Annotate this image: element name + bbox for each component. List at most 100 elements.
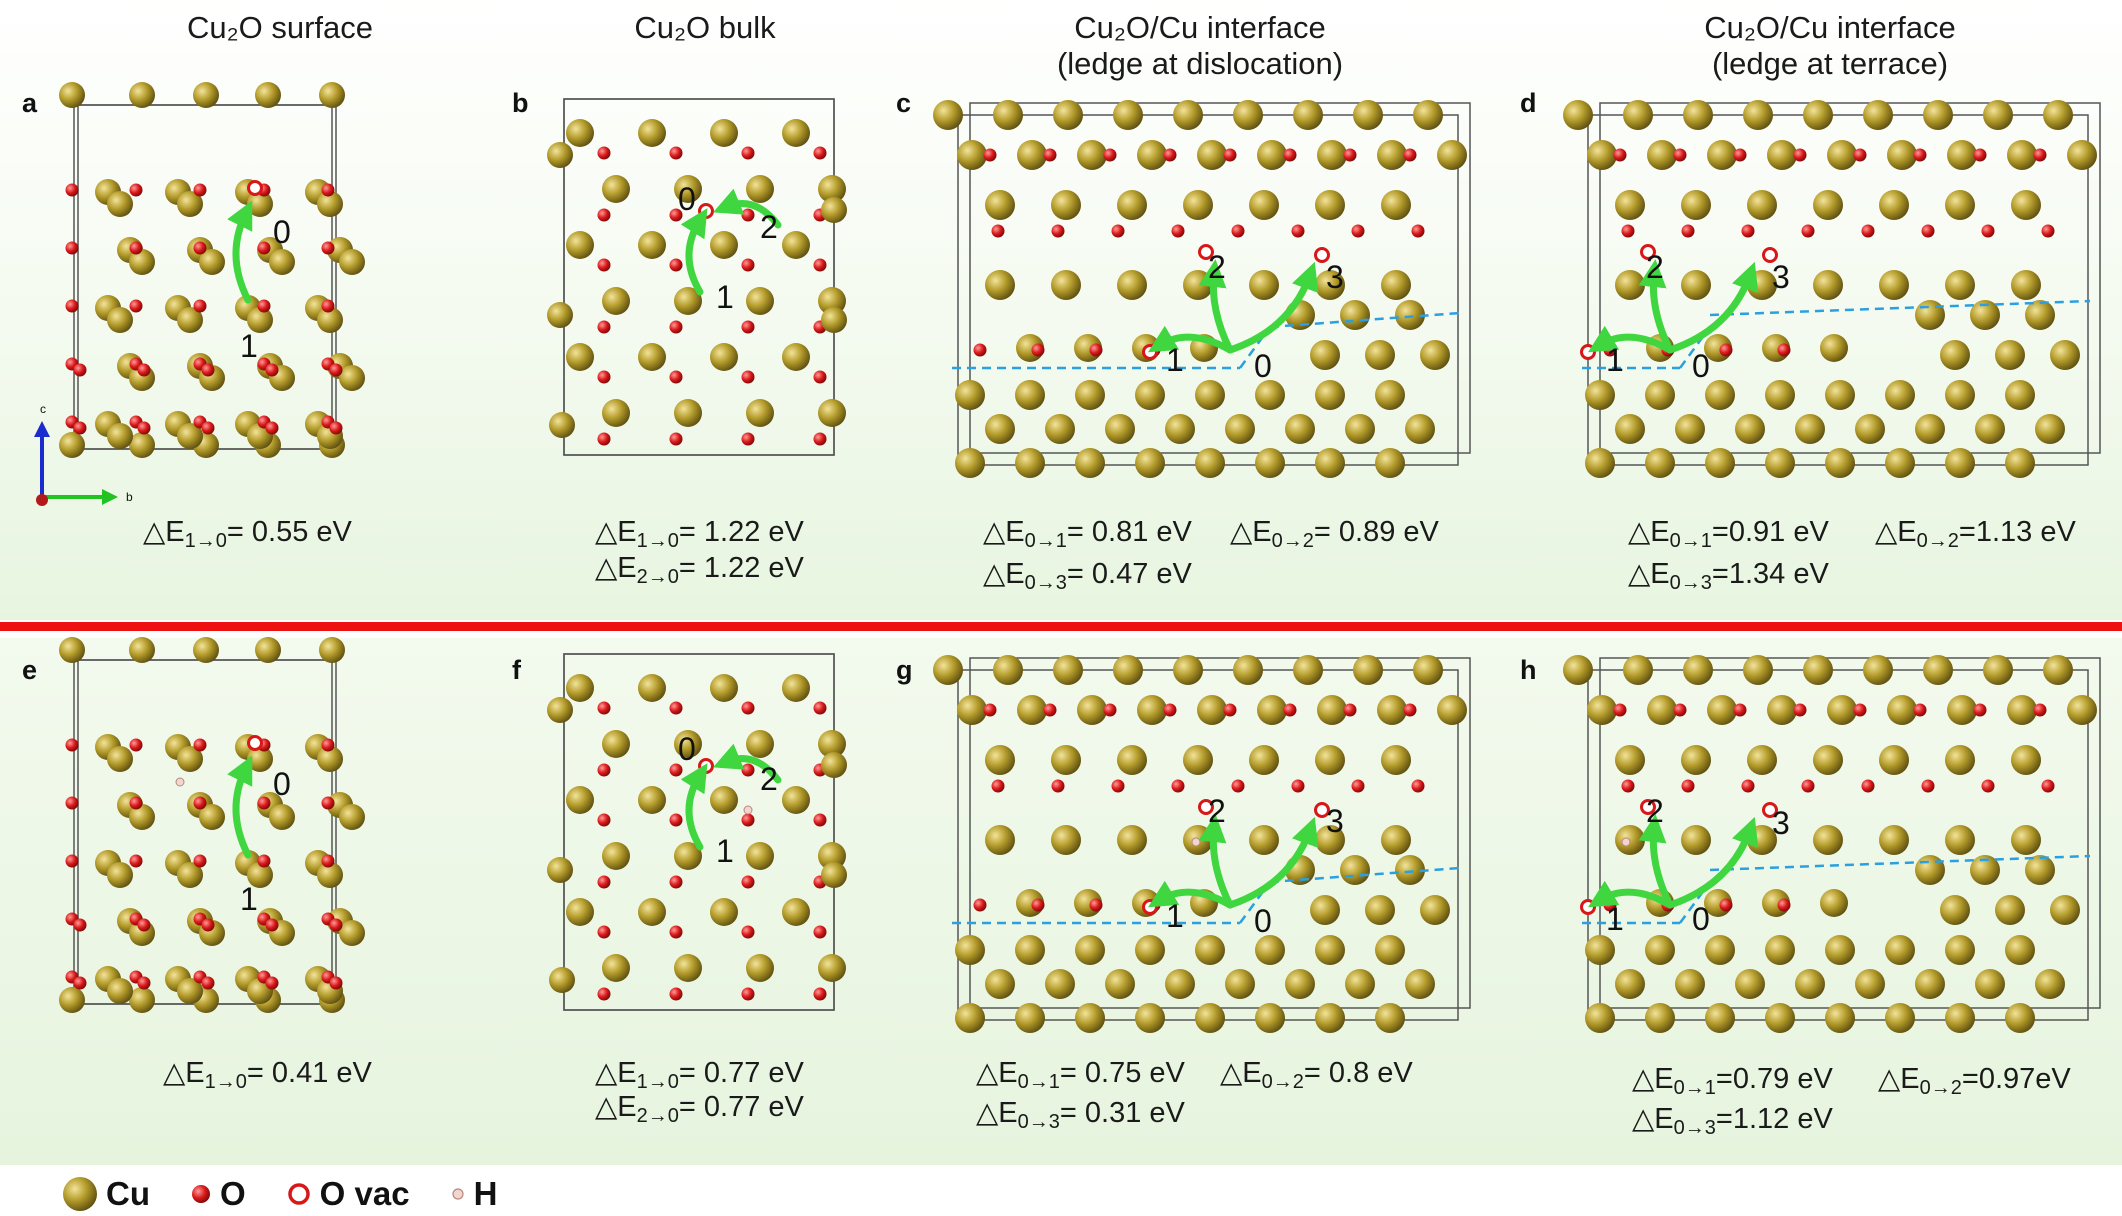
cu-atom [566, 674, 594, 702]
arrows [1587, 814, 1759, 909]
title-surface: Cu₂O surface [186, 10, 374, 45]
cu-atom [1293, 100, 1323, 130]
cu-atom [1675, 969, 1705, 999]
cu-atom [1135, 1003, 1165, 1033]
o-atom [1031, 343, 1045, 357]
cu-atom [957, 695, 987, 725]
o-atom [597, 258, 611, 272]
cu-atom [1345, 969, 1375, 999]
energy-g-1: △E0→1= 0.75 eV [976, 1057, 1185, 1093]
cu-atom [1310, 340, 1340, 370]
panel-label-g: g [896, 655, 913, 685]
cu-atom [269, 804, 295, 830]
cu-atom [1855, 414, 1885, 444]
cu-atom [1585, 935, 1615, 965]
cu-atom [1707, 140, 1737, 170]
cu-atom [955, 448, 985, 478]
cu-atom [1117, 745, 1147, 775]
cu-atom [1395, 855, 1425, 885]
cu-atom [1945, 1003, 1975, 1033]
cu-atom [1285, 414, 1315, 444]
o-atom [1861, 224, 1875, 238]
o-atom [1051, 224, 1065, 238]
cu-atom [1735, 414, 1765, 444]
cu-atom [247, 746, 273, 772]
o-atom [983, 148, 997, 162]
structure-panel-f: 0 1 2 [547, 653, 847, 1011]
atoms [547, 674, 847, 1001]
site-label-0: 0 [1254, 348, 1272, 384]
cu-atom [1255, 380, 1285, 410]
cu-atom [710, 674, 738, 702]
o-atom [597, 925, 611, 939]
cu-atom [1015, 448, 1045, 478]
o-atom [669, 258, 683, 272]
interface-dash-line [1269, 311, 1461, 329]
cu-atom [1195, 935, 1225, 965]
cu-atom [1113, 100, 1143, 130]
cu-atom [59, 637, 85, 663]
cu-atom [1315, 380, 1345, 410]
cu-atom [2007, 140, 2037, 170]
structure-panel-g: 0 1 2 3 [933, 655, 1471, 1033]
o-atom [1223, 148, 1237, 162]
o-atom [741, 875, 755, 889]
cu-atom [1983, 100, 2013, 130]
cu-atom [2011, 190, 2041, 220]
energy-f-1: △E1→0= 0.77 eV [595, 1057, 804, 1093]
cu-atom [1813, 190, 1843, 220]
o-atom [1981, 779, 1995, 793]
o-atom [137, 976, 151, 990]
arrows [680, 743, 782, 851]
o-atom [321, 854, 335, 868]
o-atom [1351, 224, 1365, 238]
cu-atom [1195, 380, 1225, 410]
o-atom [1163, 148, 1177, 162]
arrows [227, 755, 253, 859]
cu-atom [1647, 695, 1677, 725]
o-vacancy [698, 203, 714, 219]
cu-atom [1075, 1003, 1105, 1033]
cu-atom [1585, 448, 1615, 478]
cu-atom [1645, 380, 1675, 410]
cu-atom [1051, 270, 1081, 300]
cu-atom [1820, 334, 1848, 362]
o-atom [1171, 224, 1185, 238]
cu-atom [177, 191, 203, 217]
cu-atom [2011, 745, 2041, 775]
cu-atom [566, 898, 594, 926]
cu-atom [1747, 745, 1777, 775]
cu-atom [1683, 100, 1713, 130]
atoms [933, 655, 1467, 1033]
cu-atom [1197, 695, 1227, 725]
cu-atom [1885, 380, 1915, 410]
cu-atom [710, 343, 738, 371]
arrows [1147, 259, 1319, 354]
o-atom [201, 363, 215, 377]
o-atom [1673, 148, 1687, 162]
site-label-1: 1 [716, 279, 734, 315]
cu-atom [1165, 414, 1195, 444]
o-atom [1103, 703, 1117, 717]
cu-atom [993, 655, 1023, 685]
cu-atom [566, 786, 594, 814]
atoms [59, 82, 365, 458]
cu-atom [1377, 695, 1407, 725]
cu-atom [1113, 655, 1143, 685]
cu-atom [2050, 895, 2080, 925]
cu-atom [1381, 745, 1411, 775]
cu-atom [1885, 935, 1915, 965]
cu-atom [549, 967, 575, 993]
cu-atom [1863, 100, 1893, 130]
cu-atom [710, 231, 738, 259]
cu-atom [107, 307, 133, 333]
interface-lines [1582, 854, 2091, 925]
o-atom [813, 370, 827, 384]
structure-panel-h: 0 1 2 3 [1563, 655, 2101, 1033]
o-atom [741, 258, 755, 272]
o-atom [65, 796, 79, 810]
o-atom [1973, 148, 1987, 162]
title-bulk: Cu₂O bulk [634, 10, 776, 45]
cu-atom [782, 119, 810, 147]
cu-atom [1765, 380, 1795, 410]
